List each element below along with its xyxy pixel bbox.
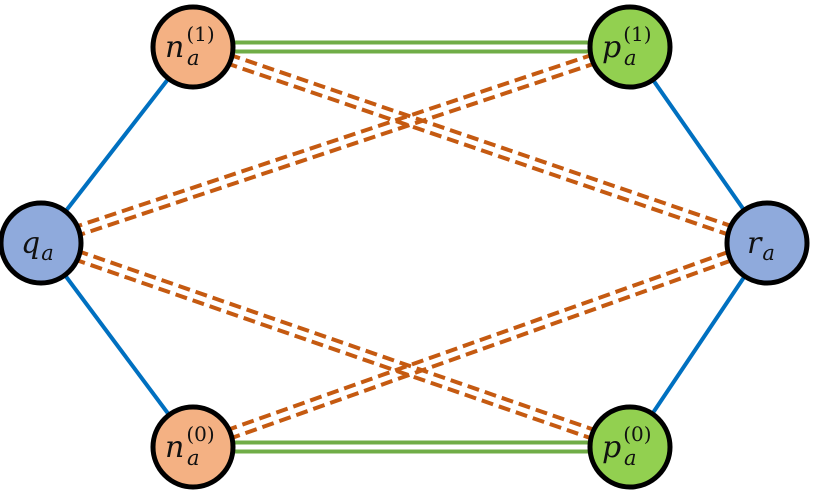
- edge-line: [41, 236, 633, 445]
- node-label-subscript: a: [41, 241, 54, 265]
- node-label: ra: [747, 226, 775, 265]
- node-circle: [150, 404, 236, 490]
- node-r-a: ra: [724, 200, 810, 286]
- node-label-superscript: (1): [623, 22, 651, 46]
- node-label-base: p: [602, 430, 621, 465]
- edge-p_a_1-q_a: [38, 40, 633, 250]
- node-circle: [724, 200, 810, 286]
- node-n-a-1: n(1)a: [150, 4, 236, 90]
- edges-layer: [38, 40, 770, 454]
- node-label-base: n: [165, 30, 184, 65]
- edge-line: [193, 40, 770, 241]
- edge-n_a_1-r_a: [190, 40, 770, 250]
- edge-n_a_0-r_a: [190, 236, 770, 454]
- edge-line: [38, 40, 630, 241]
- node-label: qa: [21, 226, 54, 265]
- edge-n_a_0-p_a_0: [193, 440, 630, 454]
- node-label-superscript: (1): [186, 22, 214, 46]
- node-label-base: n: [165, 430, 184, 465]
- edge-line: [38, 245, 630, 454]
- node-label: p(0)a: [602, 422, 652, 470]
- node-label: n(0)a: [165, 422, 215, 470]
- edge-n_a_1-p_a_1: [193, 40, 630, 54]
- edge-q_a-p_a_0: [38, 236, 633, 454]
- node-label-superscript: (0): [623, 422, 651, 446]
- node-label: p(1)a: [602, 22, 652, 70]
- node-circle: [0, 200, 84, 286]
- node-label-base: q: [21, 226, 40, 261]
- edge-line: [193, 245, 770, 454]
- node-label-base: r: [747, 226, 763, 261]
- node-q-a: qa: [0, 200, 84, 286]
- node-circle: [150, 4, 236, 90]
- node-label: n(1)a: [165, 22, 215, 70]
- node-label-subscript: a: [624, 446, 637, 470]
- node-p-a-1: p(1)a: [587, 4, 673, 90]
- node-p-a-0: p(0)a: [587, 404, 673, 490]
- node-label-subscript: a: [762, 241, 775, 265]
- node-circle: [587, 404, 673, 490]
- edge-line: [41, 49, 633, 250]
- node-n-a-0: n(0)a: [150, 404, 236, 490]
- node-label-subscript: a: [187, 46, 200, 70]
- node-label-superscript: (0): [186, 422, 214, 446]
- node-label-subscript: a: [624, 46, 637, 70]
- edge-line: [190, 236, 767, 445]
- edge-line: [190, 49, 767, 250]
- node-label-subscript: a: [187, 446, 200, 470]
- node-circle: [587, 4, 673, 90]
- node-label-base: p: [602, 30, 621, 65]
